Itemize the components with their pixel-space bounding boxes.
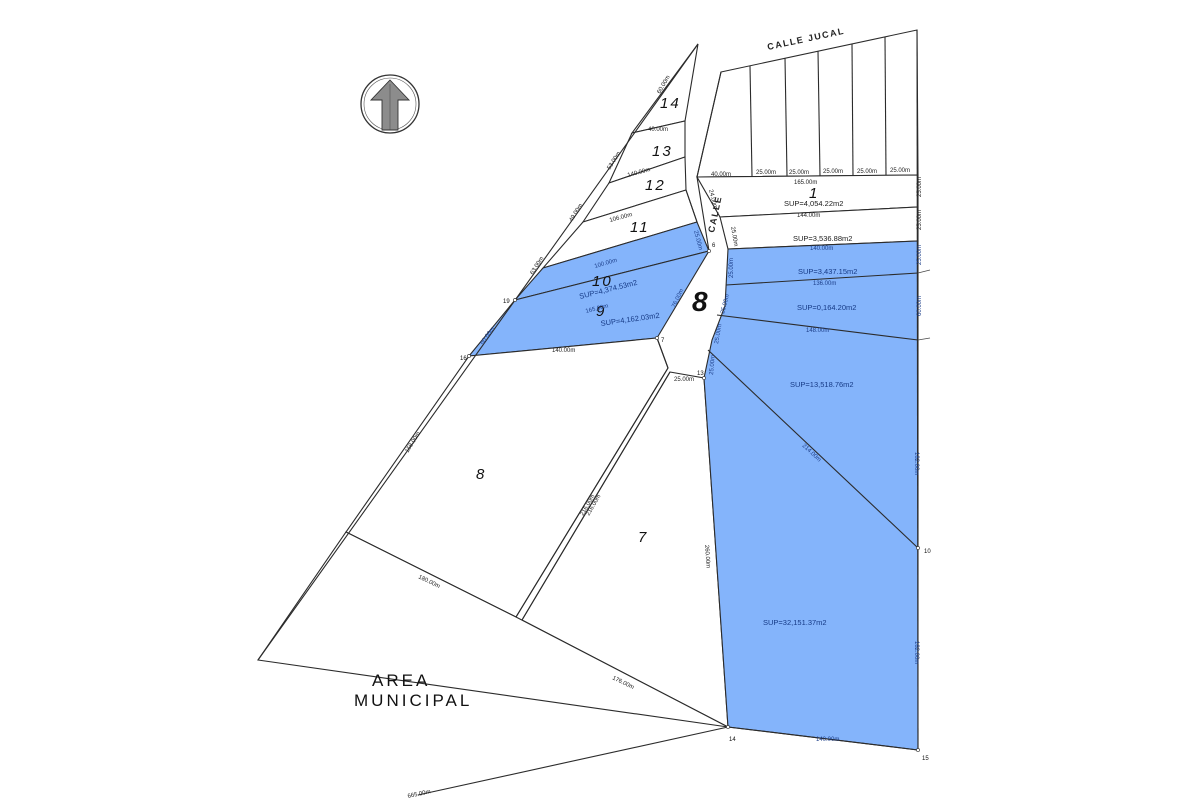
dim-label: 25.00m — [823, 169, 843, 175]
area-municipal-label-line2: MUNICIPAL — [354, 691, 472, 710]
lot-label-12: 12 — [645, 177, 666, 194]
lot-label-13: 13 — [652, 143, 673, 160]
lot-label-1: 1 — [809, 185, 819, 202]
dim-label: 25.00m — [692, 230, 703, 251]
dim-label: 49.00m — [569, 203, 585, 223]
lot-right-block[interactable] — [703, 240, 919, 751]
lot-label-9: 9 — [596, 303, 606, 320]
point-label-14: 14 — [729, 737, 736, 743]
dim-label: 25.00m — [890, 168, 910, 174]
area-label-lot-6: SUP=32,151.37m2 — [763, 618, 827, 627]
dim-label: 25.00m — [729, 258, 735, 278]
lot-label-14: 14 — [660, 95, 681, 112]
dim-label: 25.00m — [714, 324, 723, 345]
dim-label: 106.00m — [609, 212, 633, 224]
dim-label: 144.00m — [797, 213, 820, 219]
top-lots — [696, 29, 919, 250]
area-label-lot-4: SUP=0,164.20m2 — [797, 303, 856, 312]
dim-label: 25.00m — [917, 245, 923, 265]
point-label-16: 16 — [460, 356, 467, 362]
lots-14-11 — [541, 43, 699, 270]
north-arrow-icon — [360, 74, 420, 134]
dim-label: 25.00m — [756, 170, 776, 176]
dim-label: 140.00m — [816, 737, 839, 743]
lot-label-10: 10 — [592, 273, 613, 290]
dim-label: 25.00m — [917, 177, 923, 197]
dim-label: 165.00m — [794, 180, 817, 186]
lot-label-11: 11 — [630, 219, 650, 236]
area-label-lot-2: SUP=3,536.88m2 — [793, 234, 852, 243]
survey-points — [467, 249, 920, 752]
dim-label: 165.00m — [585, 303, 609, 314]
dim-label: 136.00m — [813, 281, 836, 287]
area-label-lot-1: SUP=4,054.22m2 — [784, 199, 843, 208]
point-label-10: 10 — [924, 549, 931, 555]
dim-label: 25.00m — [720, 294, 731, 315]
dim-label: 140.00m — [810, 246, 833, 252]
dim-label: 182.00m — [913, 641, 919, 664]
dim-label: 40.00m — [711, 172, 731, 178]
point-label-15: 15 — [922, 756, 929, 762]
dim-label: 25.00m — [917, 210, 923, 230]
point-label-19: 19 — [503, 299, 510, 305]
area-municipal-label-line1: AREA — [372, 671, 430, 690]
dim-label: 40.00m — [648, 127, 668, 133]
lot-label-8: 8 — [476, 466, 486, 483]
dim-label: 60.00m — [917, 296, 923, 316]
dim-label: 25.00m — [857, 169, 877, 175]
area-label-lot-5: SUP=13,518.76m2 — [790, 380, 854, 389]
point-label-13: 13 — [697, 371, 704, 377]
dim-label: 24.00m — [707, 189, 718, 210]
dim-label: 25.00m — [729, 226, 738, 247]
dim-label: 25.00m — [674, 377, 694, 383]
point-label-7: 7 — [661, 338, 665, 344]
point-label-6: 6 — [712, 243, 716, 249]
area-label-lot-3: SUP=3,437.15m2 — [798, 267, 857, 276]
dim-label: 25.00m — [709, 355, 717, 375]
dim-label: 665.00m — [407, 789, 431, 800]
dim-label: 25.00m — [789, 170, 809, 176]
dim-label: 140.00m — [627, 167, 651, 179]
dim-label: 182.00m — [913, 452, 919, 475]
dim-label: 140.00m — [552, 348, 575, 354]
dim-label: 148.00m — [806, 328, 829, 334]
lot-label-7: 7 — [638, 529, 648, 546]
dim-label: 260.00m — [703, 545, 711, 569]
block-number: 8 — [692, 286, 708, 317]
